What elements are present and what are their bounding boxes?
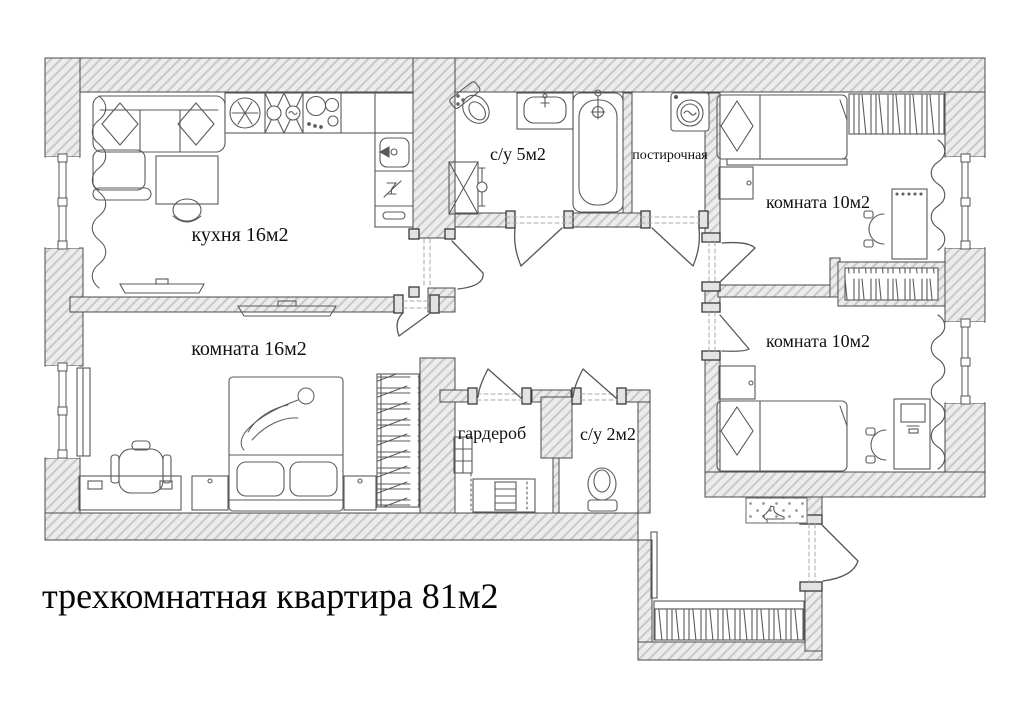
room-label-bathroom-large: с/у 5м2	[490, 144, 546, 164]
office-chair-icon	[110, 440, 172, 494]
window-icon	[46, 362, 79, 459]
mirror-icon	[650, 531, 658, 599]
corner-sofa	[92, 95, 226, 201]
opening-dashes	[402, 216, 816, 583]
kitchen-furniture	[91, 92, 414, 294]
plan-caption: трехкомнатная квартира 81м2	[42, 576, 499, 616]
living-room-furniture	[76, 300, 420, 512]
wardrobe-room-furniture	[453, 436, 536, 513]
curtain-icon	[91, 95, 107, 289]
room-label-kitchen: кухня 16м2	[191, 224, 289, 246]
chair-icon	[172, 198, 202, 223]
room-label-wardrobe: гардероб	[457, 423, 527, 443]
bathtub-icon	[572, 89, 624, 213]
laundry-fixtures	[670, 92, 710, 132]
drawer-unit	[472, 478, 536, 513]
door-jambs	[393, 210, 823, 592]
bookshelf-icon	[848, 93, 945, 135]
tv-icon	[237, 300, 337, 317]
curtain-icon	[930, 139, 946, 251]
room-label-bedroom-middle: комната 10м2	[765, 331, 871, 351]
wardrobe-icon	[376, 373, 420, 508]
radiator-icon	[76, 367, 91, 457]
washbasin-icon	[516, 92, 574, 130]
curtain-icon	[930, 314, 946, 470]
chair-icon	[865, 427, 887, 464]
bed-icon	[716, 94, 848, 166]
fridge-snowflake-icon	[229, 97, 261, 129]
walls	[44, 57, 986, 661]
bedroom-top-furniture	[716, 93, 946, 260]
nightstand	[191, 475, 229, 511]
dishwasher-icon	[383, 180, 402, 198]
desk-icon	[78, 475, 182, 511]
dining-table	[155, 155, 219, 205]
shoe-rack-icon	[653, 600, 805, 641]
doormat-icon	[745, 497, 808, 524]
window-icon	[946, 318, 984, 405]
entry-hall-furniture	[650, 497, 808, 641]
towel-rail-icon	[476, 167, 488, 207]
double-bed-icon	[228, 376, 344, 512]
oven-units-icon	[264, 92, 304, 134]
nightstand	[718, 166, 754, 200]
shelf-unit	[453, 436, 473, 474]
toilet-icon	[449, 81, 490, 124]
room-label-bedroom-top: комната 10м2	[765, 192, 871, 212]
sink-column	[374, 132, 414, 228]
bookshelf-icon	[837, 261, 946, 307]
window-icon	[46, 153, 79, 250]
bathroom-small-fixtures	[587, 467, 618, 512]
chair-icon	[863, 210, 885, 248]
bedroom-middle-furniture	[716, 261, 946, 472]
desk-icon	[893, 398, 931, 470]
toilet-icon	[587, 467, 618, 512]
nightstand	[343, 475, 377, 511]
drawer-handle	[382, 211, 406, 220]
room-label-living-room: комната 16м2	[191, 338, 307, 360]
desk-icon	[891, 188, 928, 260]
tv-icon	[119, 278, 205, 294]
hob-burners-icon	[305, 95, 340, 129]
window-icon	[946, 153, 984, 250]
sleeping-person-figure	[240, 387, 315, 451]
room-label-laundry: постирочная	[632, 148, 708, 163]
washing-machine-icon	[670, 92, 710, 132]
kitchen-sink-icon	[378, 137, 410, 168]
windows	[46, 153, 984, 459]
bathroom-large-fixtures	[448, 81, 624, 215]
nightstand	[718, 365, 756, 400]
room-label-bathroom-small: с/у 2м2	[580, 424, 636, 444]
bed-icon	[716, 400, 848, 472]
shoe-icon	[762, 505, 785, 523]
door-swing-icons	[396, 227, 859, 582]
